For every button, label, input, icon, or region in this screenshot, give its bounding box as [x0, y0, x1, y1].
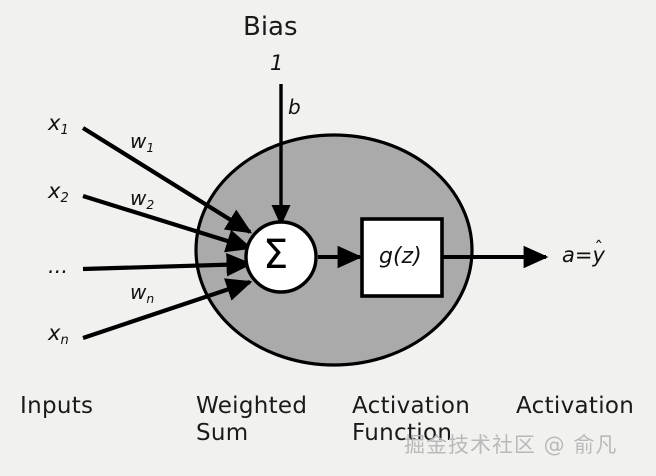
neuron-body-ellipse — [194, 133, 474, 367]
weight-label-wn: wn — [130, 280, 154, 304]
bias-title: Bias — [243, 12, 298, 42]
activation-function-box — [360, 217, 444, 298]
input-label-x2: x2 — [48, 179, 69, 205]
input-arrow-xn — [82, 278, 253, 340]
section-label-activation-function: Activation Function — [352, 393, 470, 447]
summation-node-circle — [244, 220, 318, 294]
weight-label-wn-sub: n — [146, 290, 155, 306]
weight-label-w2: w2 — [130, 186, 154, 210]
output-label-y: y — [592, 243, 605, 267]
weight-label-w1: w1 — [130, 129, 154, 153]
input-label-x1: x1 — [48, 111, 69, 137]
output-label-a: a= — [562, 243, 593, 267]
sigma-icon: Σ — [263, 232, 289, 278]
weight-label-w2-base: w — [130, 186, 147, 210]
section-label-activation-output: Activation — [516, 393, 635, 419]
section-label-activation-function-line1: Activation — [352, 393, 471, 419]
section-label-weighted-sum-line1: Weighted — [196, 393, 308, 419]
input-label-xn-sub: n — [60, 332, 69, 348]
input-label-xn: xn — [48, 321, 69, 347]
hat-accent-icon: ˆ — [594, 237, 604, 259]
section-label-weighted-sum: Weighted Sum — [196, 393, 307, 447]
weight-label-w1-base: w — [130, 129, 147, 153]
input-arrow-x2 — [82, 193, 253, 253]
input-label-x1-sub: 1 — [60, 122, 69, 138]
section-label-inputs: Inputs — [20, 393, 94, 419]
section-label-weighted-sum-line2: Sum — [196, 420, 249, 447]
bias-weight-label: b — [288, 95, 301, 119]
weight-label-w2-sub: 2 — [146, 196, 155, 212]
input-arrow-dots — [82, 252, 253, 277]
input-label-xn-base: x — [48, 321, 61, 345]
section-label-activation-function-line2: Function — [352, 420, 453, 447]
watermark-text: 掘金技术社区 @ 俞凡 — [404, 433, 618, 457]
input-label-ellipsis: ... — [48, 256, 68, 277]
input-label-ellipsis-base: ... — [48, 254, 69, 278]
weight-label-wn-base: w — [130, 280, 147, 304]
input-label-x2-base: x — [48, 179, 61, 203]
input-label-x1-base: x — [48, 111, 61, 135]
weight-label-w1-sub: 1 — [146, 139, 155, 155]
bias-input-value: 1 — [270, 51, 284, 75]
activation-box-label: g(z) — [379, 244, 422, 269]
input-arrow-x1 — [81, 126, 253, 234]
input-label-x2-sub: 2 — [60, 190, 69, 206]
